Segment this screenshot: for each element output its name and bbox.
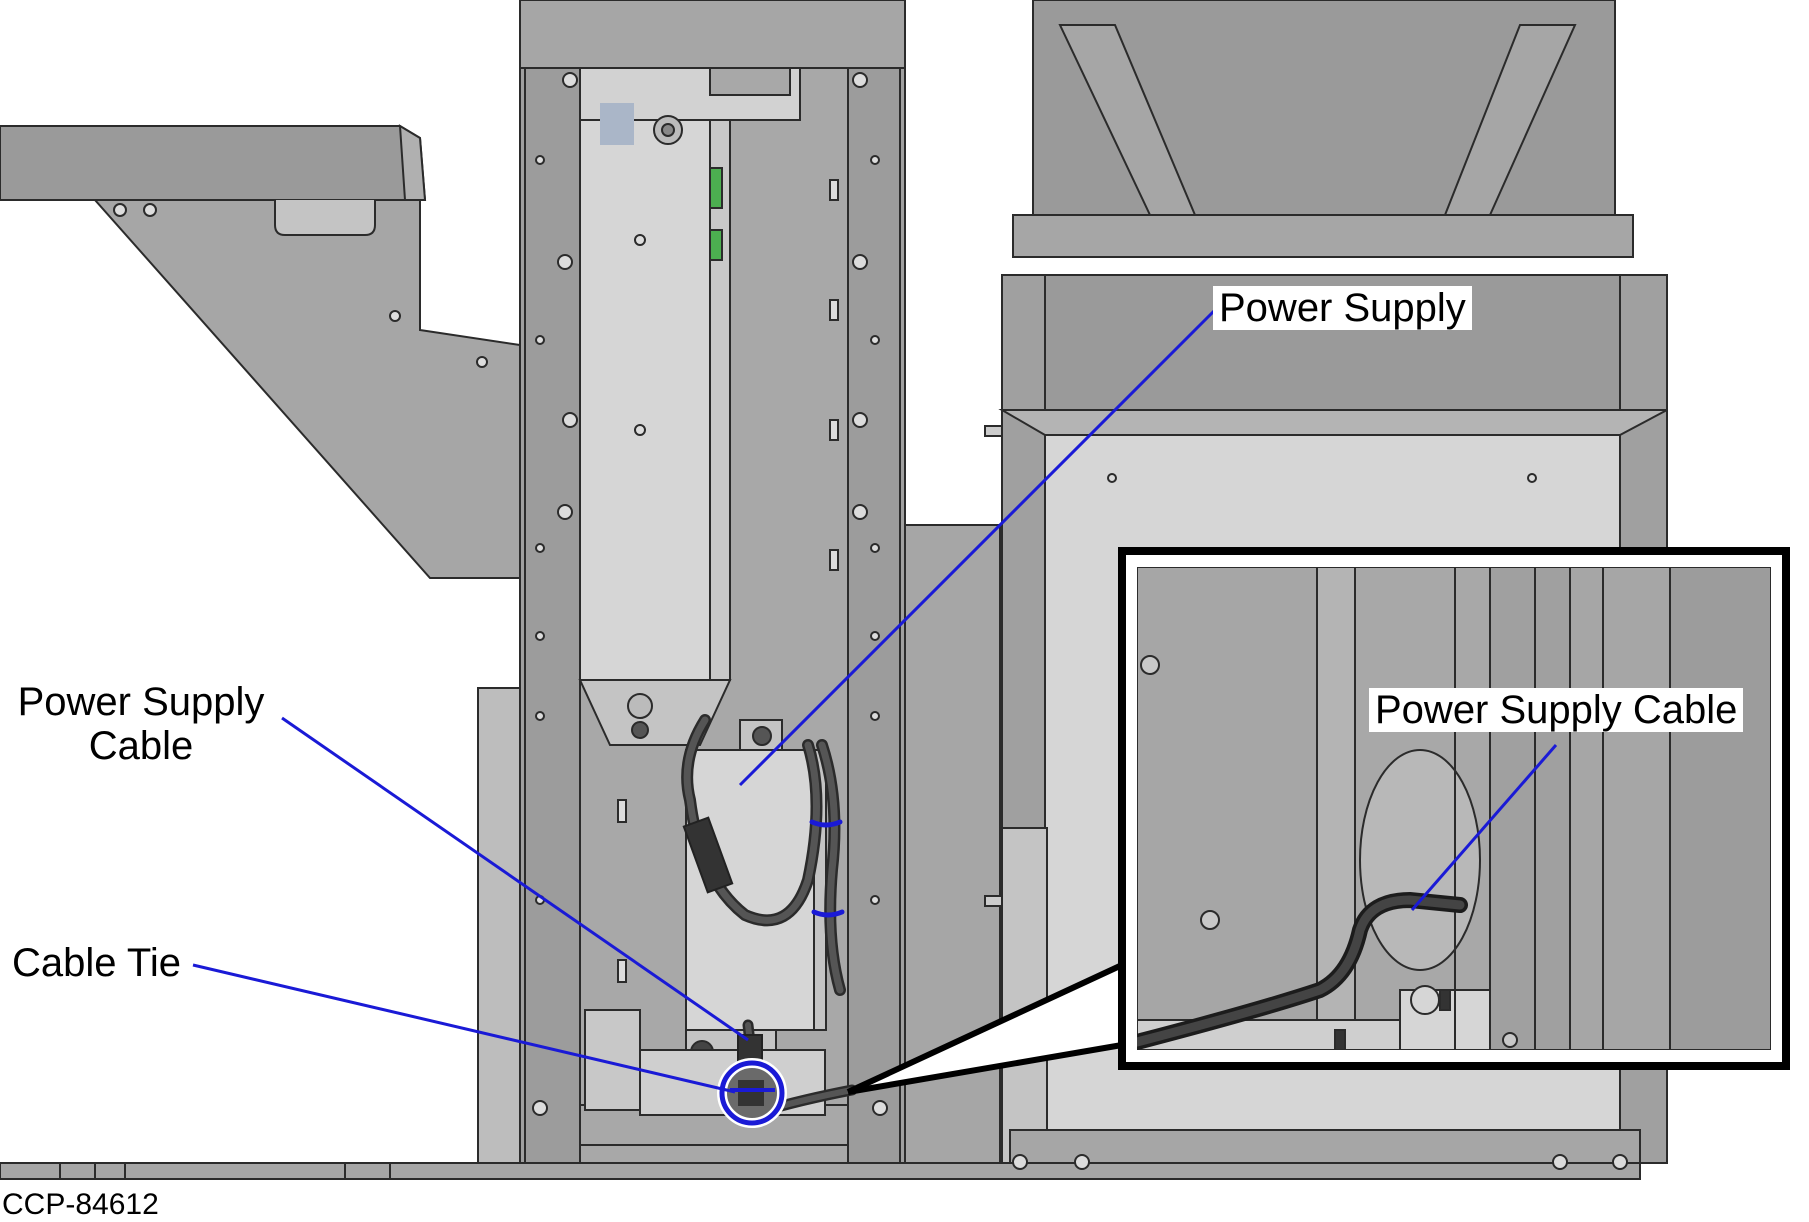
callout-cable-tie: Cable Tie: [12, 941, 181, 985]
callout-power-supply: Power Supply: [1213, 286, 1472, 330]
callout-power-supply-cable-line2: Cable: [88, 724, 194, 768]
upper-module-plate: [578, 67, 801, 746]
inset-zoom-view: [846, 547, 1790, 1095]
left-shelf-bracket: [0, 124, 521, 579]
leader-cable-tie: [192, 963, 736, 1094]
callout-inset-power-supply-cable: Power Supply Cable: [1369, 688, 1744, 732]
callout-lines: [192, 306, 1558, 1094]
callout-power-supply-cable-line1: Power Supply: [17, 680, 265, 724]
power-supply-cable: [681, 714, 858, 1119]
callout-power-supply-cable: Power Supply Cable: [8, 680, 274, 768]
leader-inset-power-supply-cable: [1410, 744, 1558, 911]
right-unit-holes: [1012, 473, 1628, 1170]
floor-base: [0, 1162, 1641, 1180]
cable-tie-highlight: [717, 1058, 787, 1128]
leader-power-supply: [738, 306, 1219, 787]
left-side-panel: [477, 687, 521, 1164]
leader-power-supply-cable: [281, 716, 749, 1042]
column-holes: [532, 72, 888, 1116]
figure-id: CCP-84612: [2, 1188, 159, 1221]
